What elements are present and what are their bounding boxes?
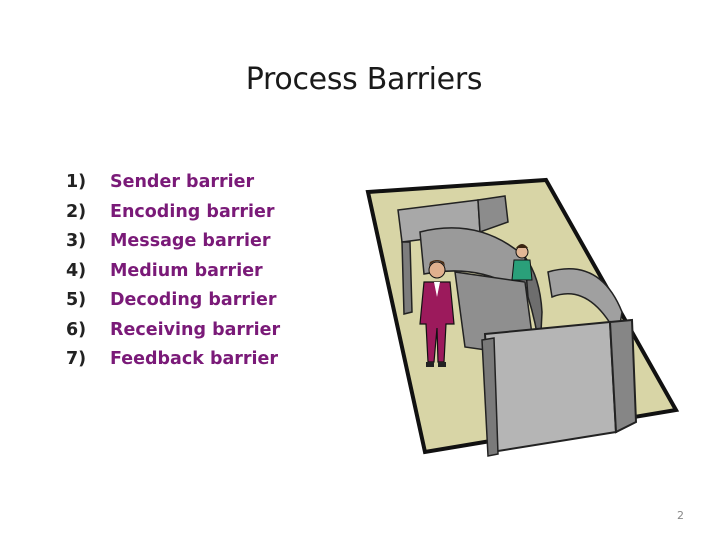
item-number: 2) xyxy=(66,201,87,222)
list-item: 2) Encoding barrier xyxy=(66,198,280,228)
barrier-list: 1) Sender barrier 2) Encoding barrier 3) Me… xyxy=(66,168,280,375)
list-item: 6) Receiving barrier xyxy=(66,316,280,346)
maze-with-people-clipart-icon xyxy=(365,177,680,457)
item-text: Receiving barrier xyxy=(110,319,281,340)
item-number: 7) xyxy=(66,349,87,369)
list-item: 7) Feedback barrier xyxy=(66,345,280,375)
item-text: Decoding barrier xyxy=(110,290,277,310)
item-number: 3) xyxy=(66,231,87,251)
item-text: Medium barrier xyxy=(110,260,263,281)
item-text: Encoding barrier xyxy=(110,201,275,222)
page-number: 2 xyxy=(677,509,684,522)
slide-title: Process Barriers xyxy=(245,62,483,97)
item-number: 1) xyxy=(66,172,87,192)
list-item: 3) Message barrier xyxy=(66,227,280,257)
item-text: Feedback barrier xyxy=(110,349,279,369)
item-text: Message barrier xyxy=(110,231,271,251)
list-item: 1) Sender barrier xyxy=(66,168,280,198)
list-item: 5) Decoding barrier xyxy=(66,286,280,316)
item-number: 5) xyxy=(66,290,87,310)
item-number: 6) xyxy=(66,319,87,340)
list-item: 4) Medium barrier xyxy=(66,257,280,287)
item-number: 4) xyxy=(66,260,87,281)
item-text: Sender barrier xyxy=(110,172,255,192)
